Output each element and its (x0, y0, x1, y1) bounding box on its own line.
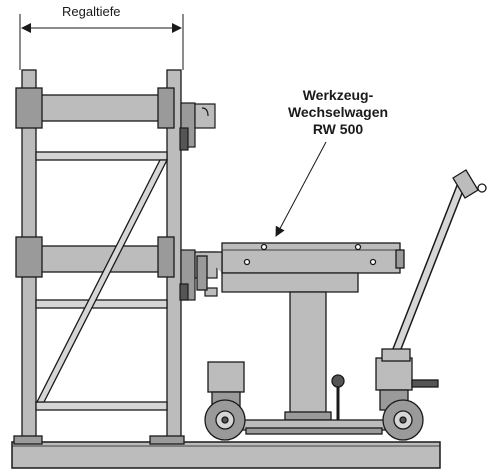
rack-brace-3 (35, 401, 168, 411)
rack-brace-1 (35, 151, 168, 161)
callout-arrow (275, 141, 327, 237)
rack-foot-right (149, 435, 185, 445)
platform-bolt (354, 243, 362, 251)
rack-beam-lower (35, 245, 168, 273)
tool-change-trolley (196, 169, 487, 441)
callout-line-3: RW 500 (312, 121, 364, 137)
caster-housing-left (207, 361, 245, 393)
rack-tool-clamp-upper (179, 102, 216, 151)
callout-line-1: Werkzeug- (302, 87, 374, 103)
rack-foot-left (13, 435, 43, 445)
caster-housing-right (375, 357, 413, 391)
brake-pedal (411, 379, 439, 388)
platform-bolt (243, 258, 251, 266)
trolley-column (289, 291, 327, 417)
storage-rack (13, 69, 185, 445)
rack-bracket-lower-right (157, 236, 175, 278)
rack-beam-upper (35, 94, 168, 122)
trolley-platform (221, 242, 401, 274)
lever-knob (331, 374, 345, 388)
rack-brace-2 (35, 299, 168, 309)
dimension-label: Regaltiefe (62, 4, 121, 19)
trolley-callout: Werkzeug- Wechselwagen RW 500 (268, 87, 408, 138)
depth-dimension (19, 14, 184, 70)
callout-line-2: Wechselwagen (287, 104, 389, 120)
rack-bracket-upper-right (157, 87, 175, 129)
rack-diagonal-brace (35, 159, 169, 403)
rack-bracket-lower-left (15, 236, 43, 278)
platform-bolt (369, 258, 377, 266)
rack-bracket-upper-left (15, 87, 43, 129)
platform-bolt (260, 243, 268, 251)
